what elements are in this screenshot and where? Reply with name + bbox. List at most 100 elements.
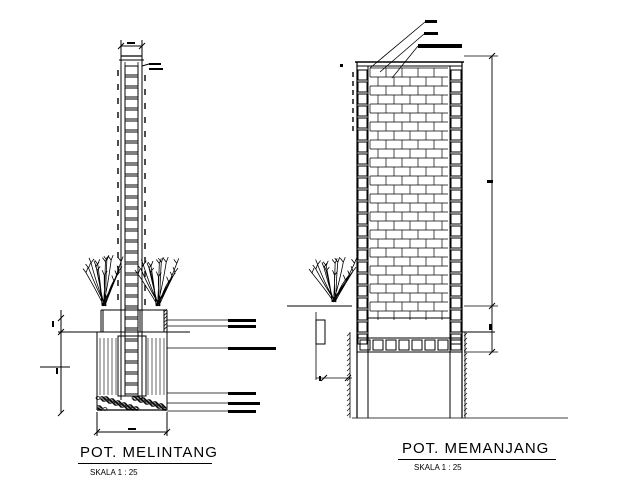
pier-brick bbox=[124, 186, 139, 197]
foundation-hatch bbox=[346, 332, 351, 337]
dimension-tick bbox=[344, 374, 352, 382]
callout-label-bar bbox=[228, 319, 256, 322]
frame-column-block bbox=[450, 225, 462, 237]
foundation-hatch bbox=[463, 357, 468, 362]
frame-column-block bbox=[357, 261, 368, 273]
foundation-hatch bbox=[346, 342, 351, 347]
foundation-hatch bbox=[346, 407, 351, 412]
foundation-hatch bbox=[346, 362, 351, 367]
pier-brick bbox=[124, 296, 139, 307]
planter-wall-left bbox=[102, 309, 126, 333]
dimension-text-bar bbox=[52, 321, 54, 327]
frame-column-block bbox=[357, 189, 368, 201]
frame-column-block bbox=[357, 177, 368, 189]
shrub-left bbox=[82, 255, 124, 307]
tie-beam-block bbox=[398, 339, 410, 351]
foundation-hatch bbox=[463, 342, 468, 347]
frame-column-block bbox=[357, 225, 368, 237]
frame-column-block bbox=[357, 333, 368, 345]
foundation-hatch bbox=[463, 337, 468, 342]
shrub-memanjang bbox=[308, 256, 357, 303]
callout-label-bar bbox=[149, 68, 163, 70]
pier-brick bbox=[124, 153, 139, 164]
frame-column-block bbox=[450, 249, 462, 261]
dimension-text-bar bbox=[128, 428, 136, 430]
callout-leader bbox=[369, 21, 426, 79]
frame-column-block bbox=[450, 261, 462, 273]
planter-hatch bbox=[163, 315, 168, 320]
pier-brick bbox=[124, 131, 139, 142]
frame-column-block bbox=[450, 93, 462, 105]
foundation-hatch bbox=[463, 397, 468, 402]
foundation-hatch bbox=[463, 407, 468, 412]
frame-column-block bbox=[450, 69, 462, 81]
dimension-tick bbox=[488, 52, 496, 60]
foundation-hatch bbox=[346, 412, 351, 417]
frame-column-block bbox=[450, 105, 462, 117]
callout-leader bbox=[141, 63, 150, 67]
pier-brick bbox=[124, 87, 139, 98]
pier-brick bbox=[124, 285, 139, 296]
dimension-tick bbox=[57, 409, 65, 417]
foundation-hatch bbox=[346, 397, 351, 402]
frame-column-block bbox=[450, 201, 462, 213]
foundation-hatch bbox=[346, 392, 351, 397]
foundation-hatch bbox=[346, 372, 351, 377]
callout-label-bar bbox=[228, 410, 256, 413]
tie-beam-block bbox=[385, 339, 397, 351]
frame-column-block bbox=[450, 177, 462, 189]
tie-beam-block bbox=[359, 339, 371, 351]
dimension-text-bar bbox=[489, 324, 492, 330]
callout-label-bar bbox=[228, 347, 276, 350]
tie-beam-block bbox=[424, 339, 436, 351]
frame-column-block bbox=[450, 237, 462, 249]
title-pot-melintang: POT. MELINTANG bbox=[80, 444, 218, 461]
pier-brick bbox=[124, 318, 139, 329]
foundation-hatch bbox=[346, 367, 351, 372]
foundation-hatch bbox=[463, 392, 468, 397]
frame-column-block bbox=[357, 249, 368, 261]
frame-column-block bbox=[357, 309, 368, 321]
callout-label-bar bbox=[228, 325, 256, 328]
gravel-base bbox=[95, 396, 168, 411]
frame-column-block bbox=[357, 237, 368, 249]
frame-column-block bbox=[450, 153, 462, 165]
frame-column-block bbox=[357, 117, 368, 129]
frame-column-block bbox=[357, 129, 368, 141]
pier-brick bbox=[124, 252, 139, 263]
frame-column-block bbox=[357, 165, 368, 177]
planter-hatch bbox=[163, 319, 168, 323]
scale-memanjang: SKALA 1 : 25 bbox=[414, 463, 462, 472]
callout-label-bar bbox=[425, 20, 437, 23]
pier-brick bbox=[124, 65, 139, 76]
frame-column-block bbox=[450, 129, 462, 141]
callout-label-bar bbox=[424, 32, 438, 35]
callout-label-bar bbox=[418, 44, 462, 48]
section-memanjang-drawing bbox=[287, 20, 568, 419]
tie-beam-block bbox=[437, 339, 449, 351]
foundation-hatch bbox=[463, 387, 468, 392]
title-underline-melintang bbox=[78, 463, 212, 464]
foundation-hatch bbox=[463, 402, 468, 407]
scale-melintang: SKALA 1 : 25 bbox=[90, 468, 138, 477]
frame-column-block bbox=[450, 165, 462, 177]
pier-brick bbox=[124, 362, 139, 373]
dimension-text-bar bbox=[127, 42, 135, 44]
pier-brick bbox=[124, 230, 139, 241]
frame-column-block bbox=[357, 141, 368, 153]
foundation-hatch bbox=[346, 387, 351, 392]
title-pot-memanjang: POT. MEMANJANG bbox=[402, 440, 550, 457]
dimension-tick bbox=[488, 302, 496, 310]
frame-column-block bbox=[357, 93, 368, 105]
callout-label-bar bbox=[228, 402, 260, 405]
foundation-hatch bbox=[346, 402, 351, 407]
foundation-hatch bbox=[463, 372, 468, 377]
frame-column-block bbox=[357, 81, 368, 93]
frame-column-block bbox=[357, 201, 368, 213]
frame-column-block bbox=[450, 213, 462, 225]
callout-label-bar bbox=[149, 63, 161, 65]
planter-box-outline bbox=[100, 310, 168, 333]
pier-brick bbox=[124, 384, 139, 395]
foundation-hatch bbox=[346, 382, 351, 387]
